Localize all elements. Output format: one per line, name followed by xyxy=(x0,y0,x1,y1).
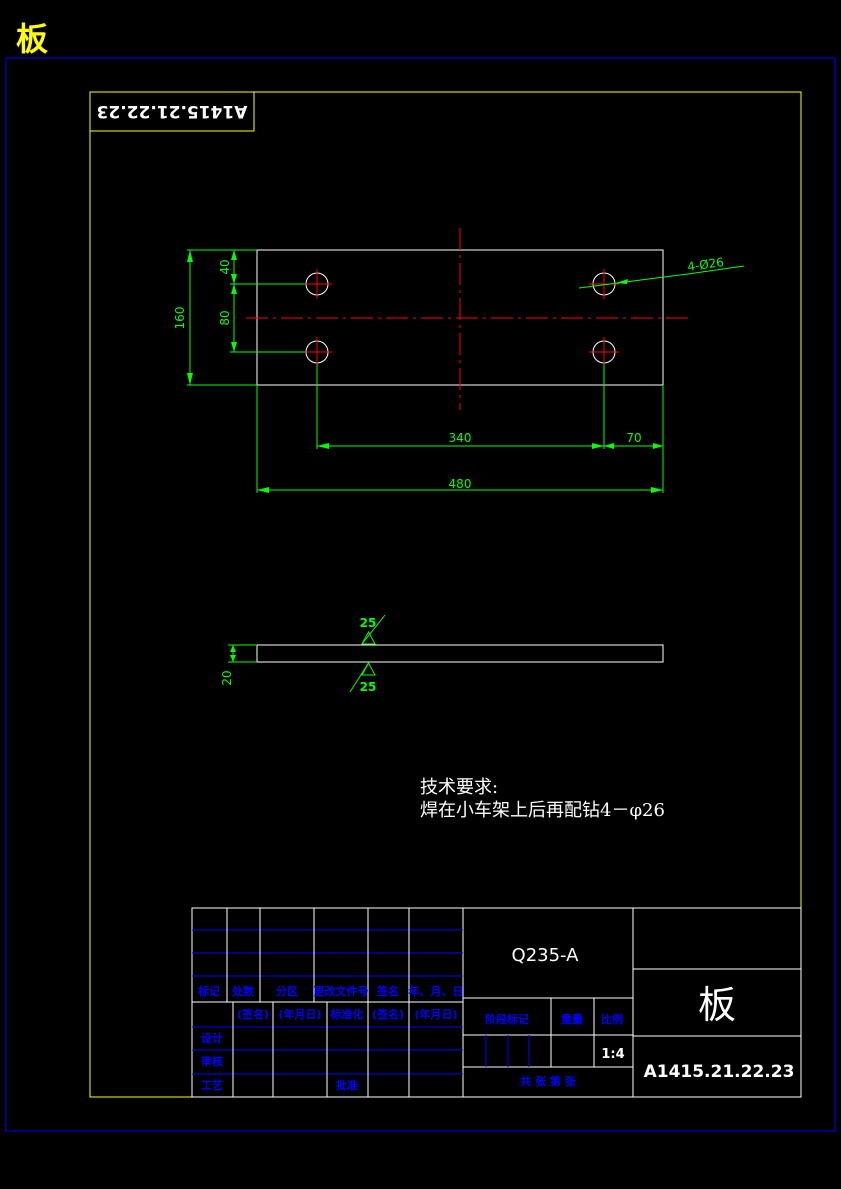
drawing-number-rotated: A1415.21.22.23 xyxy=(97,101,248,121)
hole-top-left xyxy=(302,269,332,299)
side-view: 20 25 25 xyxy=(220,614,664,694)
tb-date-2: (年月日) xyxy=(414,1007,457,1021)
dimension-40: 40 xyxy=(218,250,305,285)
tb-process: 工艺 xyxy=(201,1078,223,1092)
weld-symbol-top: 25 xyxy=(360,614,386,645)
tb-header-change-doc: 更改文件号 xyxy=(314,984,369,998)
tech-req-title: 技术要求: xyxy=(420,777,499,798)
tb-scale-value: 1:4 xyxy=(601,1047,624,1062)
dim-70-text: 70 xyxy=(626,431,641,445)
tb-header-zone: 分区 xyxy=(276,984,298,998)
tb-stage-mark: 阶段标记 xyxy=(485,1012,529,1026)
dim-480-text: 480 xyxy=(449,477,472,491)
tb-design: 设计 xyxy=(201,1031,223,1045)
dimension-80: 80 xyxy=(218,284,305,353)
tb-approve: 批准 xyxy=(336,1078,358,1092)
tb-header-sign: 签名 xyxy=(376,984,399,998)
tb-sign-2: (签名) xyxy=(372,1007,404,1021)
dimension-340: 340 xyxy=(316,364,605,449)
dimension-160: 160 xyxy=(173,249,257,386)
plate-side-outline xyxy=(256,644,664,663)
hole-callout-text: 4-Ø26 xyxy=(686,255,724,274)
outer-border xyxy=(5,57,836,1132)
title-block xyxy=(191,907,802,1098)
dim-160-text: 160 xyxy=(173,307,187,330)
hole-callout: 4-Ø26 xyxy=(578,255,745,289)
hole-top-right xyxy=(589,269,619,299)
dim-40-text: 40 xyxy=(218,259,232,274)
tb-drawing-number: A1415.21.22.23 xyxy=(644,1062,795,1082)
dimension-70: 70 xyxy=(604,385,664,449)
dim-80-text: 80 xyxy=(218,310,232,325)
tb-review: 审核 xyxy=(201,1054,223,1068)
tb-header-count: 处数 xyxy=(231,984,255,998)
plan-view: 4-Ø26 160 40 80 xyxy=(173,228,745,493)
technical-requirements: 技术要求: 焊在小车架上后再配钻4－φ26 xyxy=(420,776,665,822)
tb-header-mark: 标记 xyxy=(197,984,220,998)
tb-scale-label: 比例 xyxy=(601,1012,623,1026)
weld-top-text: 25 xyxy=(360,616,377,630)
drawing-number-box: A1415.21.22.23 xyxy=(89,91,255,132)
tb-material: Q235-A xyxy=(512,945,580,966)
dim-340-text: 340 xyxy=(449,431,472,445)
tech-req-line-1: 焊在小车架上后再配钻4－φ26 xyxy=(420,800,665,821)
tb-header-date: 年、月、日 xyxy=(409,984,464,998)
title-block-text: 标记 处数 分区 更改文件号 签名 年、月、日 (签名) (年月日) 标准化 (… xyxy=(197,984,623,1092)
tb-sign-1: (签名) xyxy=(237,1007,269,1021)
weld-bottom-text: 25 xyxy=(360,680,377,694)
weld-symbol-bottom: 25 xyxy=(349,661,377,694)
dimension-thickness: 20 xyxy=(220,644,257,686)
tb-weight: 重量 xyxy=(561,1012,583,1026)
hole-bottom-right xyxy=(589,337,619,367)
dim-thickness-text: 20 xyxy=(220,670,234,685)
dimension-480: 480 xyxy=(256,385,664,493)
tb-part-name: 板 xyxy=(698,983,736,1027)
drawing-frame xyxy=(89,91,802,1098)
tb-sheets: 共 张 第 张 xyxy=(520,1074,576,1088)
hole-bottom-left xyxy=(302,337,332,367)
tb-standardization: 标准化 xyxy=(330,1007,364,1021)
page-title: 板 xyxy=(16,20,49,58)
tb-date-1: (年月日) xyxy=(278,1007,321,1021)
